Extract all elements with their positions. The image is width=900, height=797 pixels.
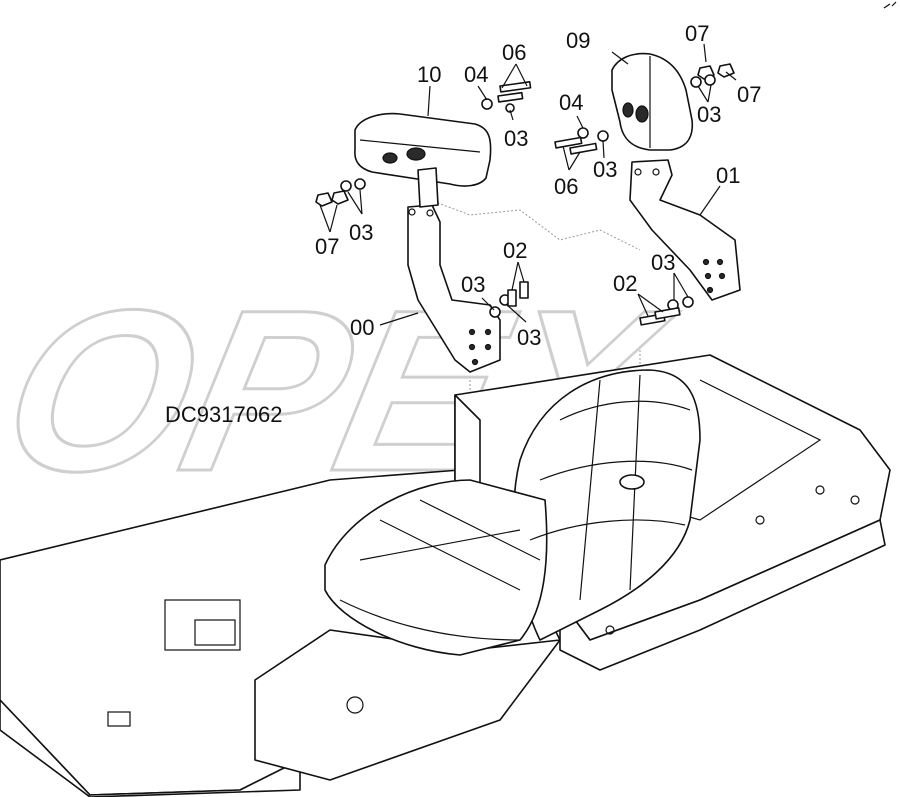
bracket-00 [407, 204, 501, 373]
seat-stitch [359, 529, 521, 561]
bracket-hole [634, 168, 642, 176]
callout-09: 09 [566, 28, 590, 53]
bracket-hole [484, 343, 492, 351]
seat-stitch [539, 460, 693, 481]
callout-07: 07 [737, 82, 761, 107]
corner-mark [883, 1, 897, 9]
seat-stitch [579, 379, 601, 601]
washer-03 [340, 180, 352, 192]
bracket-hole [706, 286, 714, 294]
callout-labels: 10 04 06 03 07 03 00 02 03 03 09 07 07 0… [165, 21, 761, 427]
callout-03: 03 [593, 157, 617, 182]
floor-front-wall [0, 699, 301, 797]
callout-06: 06 [502, 40, 526, 65]
bracket-hole [468, 328, 476, 336]
seat-stitch [379, 519, 521, 591]
drawing-number: DC9317062 [165, 402, 282, 427]
callout-03: 03 [651, 250, 675, 275]
nut-07 [717, 63, 735, 78]
callout-03: 03 [349, 220, 373, 245]
seat-cushion [324, 479, 548, 656]
seat-cushion-edge [339, 599, 521, 641]
bracket-hole [471, 358, 479, 366]
callout-07: 07 [315, 234, 339, 259]
washer-04 [577, 127, 589, 139]
seat-adjust-handle [619, 474, 645, 490]
callout-01: 01 [716, 163, 740, 188]
callout-04: 04 [464, 62, 488, 87]
callout-03: 03 [461, 272, 485, 297]
washer-03 [489, 306, 501, 318]
bracket-hole [426, 209, 434, 217]
frame-hole [605, 625, 615, 635]
leader-lines [319, 43, 737, 326]
nut-07 [315, 192, 333, 207]
seat-stitch [419, 499, 541, 561]
bolt-06 [554, 136, 583, 149]
washer-03 [597, 130, 609, 142]
callout-04: 04 [559, 90, 583, 115]
bracket-hole [716, 258, 724, 266]
bolt-02 [519, 281, 529, 299]
bracket-hole [484, 328, 492, 336]
callout-03: 03 [504, 126, 528, 151]
left-armrest-bracket [407, 204, 501, 373]
floor-slot [107, 711, 131, 727]
callout-03: 03 [517, 325, 541, 350]
frame-hole [815, 485, 825, 495]
armrest-hole [635, 105, 649, 123]
washer-04 [481, 98, 493, 110]
washer-03 [354, 178, 366, 190]
washer-03 [704, 74, 716, 86]
armrest-hole [382, 152, 398, 164]
washer-03 [690, 76, 702, 88]
callout-10: 10 [417, 62, 441, 87]
frame-hole [346, 696, 364, 714]
callout-07: 07 [685, 21, 709, 46]
bolt-06 [569, 142, 598, 155]
left-armrest [354, 112, 492, 208]
frame-hole [755, 515, 765, 525]
bracket-hole [652, 168, 660, 176]
callout-06: 06 [554, 174, 578, 199]
bolt-02 [654, 307, 681, 320]
frame-hole [850, 495, 860, 505]
bolt-02 [507, 289, 517, 307]
armrest-hole [622, 102, 634, 118]
floor-opening [164, 599, 241, 651]
bracket-01 [629, 159, 741, 301]
bracket-hole [718, 272, 726, 280]
armrest-hole [406, 147, 426, 161]
nut-07 [331, 190, 349, 205]
callout-03: 03 [697, 102, 721, 127]
floor-opening-inner [194, 619, 236, 646]
operator-seat [324, 369, 701, 656]
bolt-06 [497, 91, 524, 103]
armrest-seam [359, 139, 481, 153]
right-armrest-bracket [629, 159, 741, 301]
bolt-06 [499, 81, 532, 93]
seat-stitch [529, 519, 686, 541]
callout-02: 02 [503, 238, 527, 263]
frame-right-rail [559, 519, 886, 671]
bracket-hole [702, 258, 710, 266]
bracket-hole [468, 343, 476, 351]
callout-02: 02 [613, 271, 637, 296]
console-block [254, 629, 561, 781]
washer-03 [682, 296, 694, 308]
bracket-hole [704, 272, 712, 280]
armrest-post [417, 167, 439, 208]
seat-stitch [559, 400, 691, 421]
bracket-hole [408, 208, 416, 216]
callout-00: 00 [350, 315, 374, 340]
armrest-pad-09 [611, 52, 694, 151]
right-armrest [611, 52, 694, 151]
